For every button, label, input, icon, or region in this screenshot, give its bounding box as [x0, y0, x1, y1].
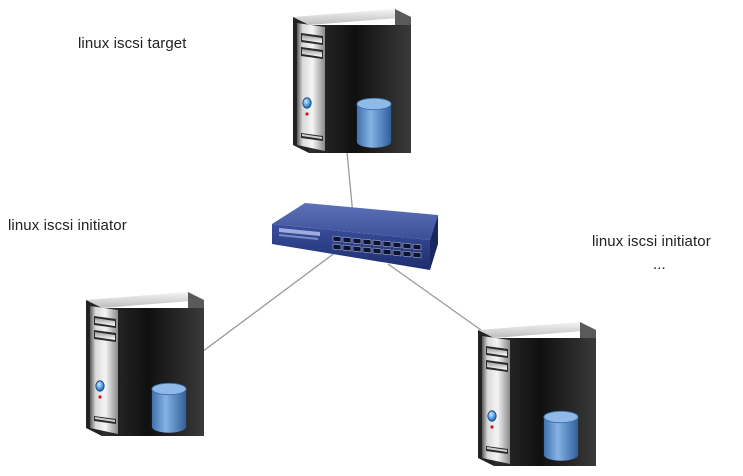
initiator-left-label: linux iscsi initiator [8, 217, 127, 234]
target-server-icon [292, 8, 412, 154]
link-switch-initiator-right [387, 263, 489, 336]
network-switch-icon [272, 203, 438, 270]
initiator-right-label: linux iscsi initiator [592, 233, 711, 250]
more-initiators-ellipsis: ... [653, 256, 666, 273]
target-label: linux iscsi target [78, 35, 187, 52]
initiator-left-server-icon [85, 291, 205, 437]
initiator-right-server-icon [477, 321, 597, 467]
